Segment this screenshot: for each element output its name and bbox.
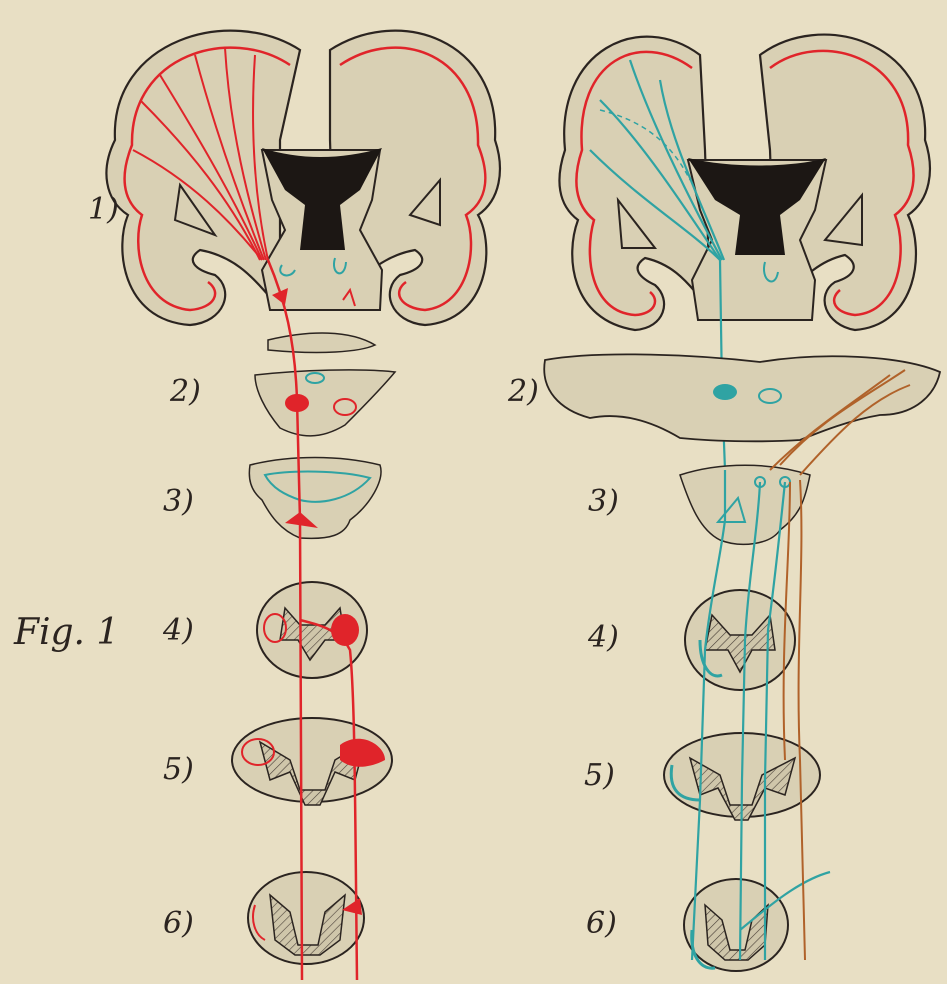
right-root-fibres xyxy=(770,370,910,960)
figure-label: Fig. 1 xyxy=(14,612,119,653)
left-label-1: 1) xyxy=(88,192,119,227)
left-label-4: 4) xyxy=(163,613,194,648)
left-cord-sections xyxy=(232,582,392,964)
right-label-6: 6) xyxy=(586,906,617,941)
left-label-6: 6) xyxy=(163,906,194,941)
right-label-3: 3) xyxy=(588,484,619,519)
left-medulla-section xyxy=(249,458,381,539)
left-label-5: 5) xyxy=(163,752,194,787)
left-midbrain-section xyxy=(255,333,395,436)
left-label-3: 3) xyxy=(163,484,194,519)
right-label-4: 4) xyxy=(588,620,619,655)
right-pons-section xyxy=(544,354,940,441)
left-label-2: 2) xyxy=(170,374,201,409)
left-brain-section xyxy=(106,31,499,325)
right-label-2: 2) xyxy=(508,374,539,409)
right-label-5: 5) xyxy=(584,758,615,793)
